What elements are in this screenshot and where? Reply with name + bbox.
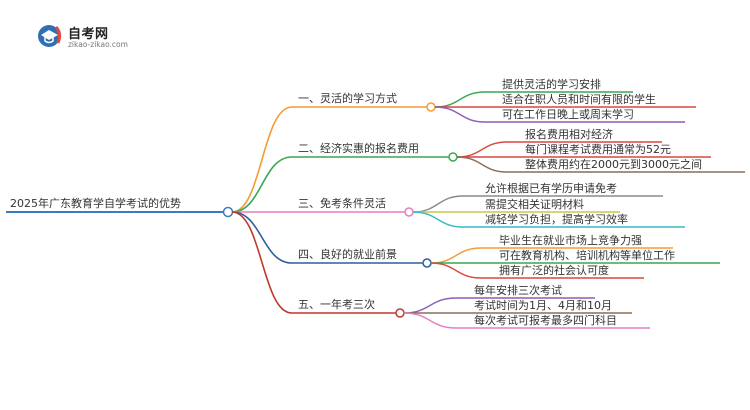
branch-5: 五、一年考三次 (298, 297, 375, 311)
leaf-5-2: 考试时间为1月、4月和10月 (474, 299, 612, 312)
leaf-2-1: 报名费用相对经济 (525, 127, 613, 141)
leaf-connector-5-1 (403, 297, 457, 314)
logo-subtitle: zikao-zikao.com (68, 40, 128, 49)
leaf-3-1: 允许根据已有学历申请免考 (485, 181, 617, 195)
branch-1: 一、灵活的学习方式 (298, 91, 397, 105)
leaf-connector-5-3 (403, 312, 457, 329)
branch-connector-2 (231, 156, 293, 213)
leaf-connector-1-1 (434, 91, 486, 108)
leaf-connector-2-3 (456, 156, 508, 173)
branch-connector-4 (231, 211, 293, 264)
branch-node-2 (448, 152, 458, 162)
leaf-1-1: 提供灵活的学习安排 (502, 77, 601, 91)
branch-connector-1 (231, 106, 293, 213)
leaf-2-2: 每门课程考试费用通常为52元 (525, 142, 671, 156)
branch-connector-5 (231, 211, 293, 314)
leaf-5-1: 每年安排三次考试 (474, 283, 562, 297)
branch-3: 三、免考条件灵活 (298, 196, 386, 210)
leaf-connector-4-3 (430, 262, 482, 279)
leaf-1-2: 适合在职人员和时间有限的学生 (502, 92, 656, 106)
leaf-3-2: 需提交相关证明材料 (485, 197, 584, 211)
leaf-4-2: 可在教育机构、培训机构等单位工作 (499, 248, 675, 262)
leaf-connector-3-1 (412, 195, 464, 213)
leaf-connector-1-3 (434, 106, 486, 123)
branch-node-5 (395, 308, 405, 318)
leaf-3-3: 减轻学习负担，提高学习效率 (485, 212, 628, 226)
leaf-5-3: 每次考试可报考最多四门科目 (474, 313, 617, 327)
leaf-1-3: 可在工作日晚上或周末学习 (502, 107, 634, 121)
branch-node-1 (426, 102, 436, 112)
branch-node-4 (422, 258, 432, 268)
root-node (222, 206, 234, 218)
leaf-connector-2-1 (456, 141, 508, 158)
branch-4: 四、良好的就业前景 (298, 247, 397, 261)
leaf-4-1: 毕业生在就业市场上竞争力强 (499, 233, 642, 247)
branch-2: 二、经济实惠的报名费用 (298, 141, 419, 155)
branch-node-3 (404, 207, 414, 217)
logo-title: 自考网 (68, 27, 109, 42)
root-topic: 2025年广东教育学自学考试的优势 (10, 196, 181, 210)
leaf-2-3: 整体费用约在2000元到3000元之间 (525, 157, 702, 171)
leaf-connector-4-1 (430, 247, 482, 264)
leaf-4-3: 拥有广泛的社会认可度 (499, 263, 609, 277)
leaf-connector-3-3 (412, 211, 464, 228)
graduation-cap-icon (38, 25, 62, 47)
